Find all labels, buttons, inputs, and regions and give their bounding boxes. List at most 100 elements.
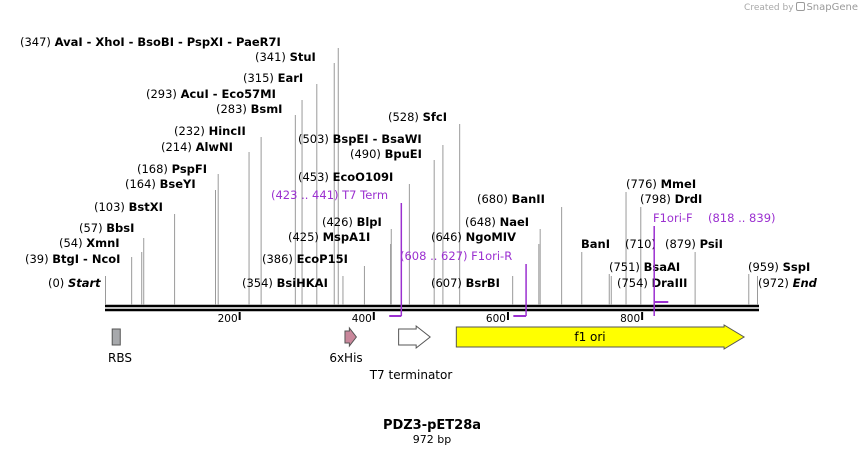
site-leader-lines bbox=[105, 48, 758, 305]
site-position: (528) bbox=[388, 110, 423, 124]
site-name: BsaAI bbox=[644, 260, 681, 274]
ruler-tick-label: 400 bbox=[352, 313, 372, 325]
ruler-ticks: 200 400 600 800 bbox=[218, 312, 644, 325]
site-name: BsiHKAI bbox=[277, 276, 328, 290]
site-name: SfcI bbox=[423, 110, 447, 124]
site-name: MspA1I bbox=[323, 230, 371, 244]
site-position: (57) bbox=[79, 221, 106, 235]
primer-range: (423 .. 441) bbox=[271, 188, 342, 202]
feature-f1-ori-arrow[interactable] bbox=[455, 324, 746, 350]
site-label: (959) SspI bbox=[748, 260, 810, 274]
site-name: BsrBI bbox=[466, 276, 500, 290]
site-position: (315) bbox=[243, 71, 278, 85]
site-name: EcoP15I bbox=[297, 252, 348, 266]
site-position: (959) bbox=[748, 260, 783, 274]
site-label: (293) AcuI - Eco57MI bbox=[146, 87, 276, 101]
feature-t7-terminator-arrow[interactable] bbox=[398, 324, 431, 350]
site-name: DraIII bbox=[652, 276, 688, 290]
site-label: (341) StuI bbox=[255, 50, 316, 64]
site-label: (347) AvaI - XhoI - BsoBI - PspXI - PaeR… bbox=[20, 35, 281, 49]
restriction-site-labels: (0) Start (39) BtgI - NcoI (54) XmnI(57) B… bbox=[20, 35, 818, 290]
site-name: HincII bbox=[209, 124, 246, 138]
ruler-tick-label: 200 bbox=[218, 313, 238, 325]
site-label: (54) XmnI bbox=[59, 236, 120, 250]
feature-label: f1 ori bbox=[574, 330, 605, 344]
site-name: BspEI - BsaWI bbox=[333, 132, 422, 146]
site-position: (776) bbox=[626, 177, 661, 191]
site-name: BanII bbox=[512, 192, 545, 206]
site-name: NaeI bbox=[500, 215, 529, 229]
ruler-tick-label: 600 bbox=[486, 313, 506, 325]
site-label: (710) bbox=[625, 237, 656, 251]
site-position: (293) bbox=[146, 87, 181, 101]
site-label: (103) BstXI bbox=[94, 200, 163, 214]
ruler-tick-label: 800 bbox=[620, 313, 640, 325]
site-position: (453) bbox=[298, 170, 333, 184]
site-label: BanI bbox=[581, 237, 610, 251]
site-name: Start bbox=[68, 276, 101, 290]
site-name: End bbox=[793, 276, 818, 290]
site-label: (426) BlpI bbox=[322, 215, 382, 229]
primer-annotations: (423 .. 441) T7 Term(608 .. 627) F1ori-R… bbox=[271, 188, 776, 317]
site-label: (776) MmeI bbox=[626, 177, 696, 191]
site-name: BbsI bbox=[106, 221, 134, 235]
snapgene-logo-icon bbox=[796, 2, 806, 11]
credit-prefix: Created by bbox=[744, 3, 794, 13]
site-label: (798) DrdI bbox=[640, 192, 702, 206]
site-label: (386) EcoP15I bbox=[262, 252, 348, 266]
site-position: (283) bbox=[216, 102, 251, 116]
site-position: (710) bbox=[625, 237, 656, 251]
site-label: (232) HincII bbox=[174, 124, 246, 138]
primer-label: (423 .. 441) T7 Term bbox=[271, 188, 388, 202]
site-label: (0) Start bbox=[48, 276, 101, 290]
site-name: XmnI bbox=[86, 236, 119, 250]
site-position: (503) bbox=[298, 132, 333, 146]
site-name: EarI bbox=[278, 71, 304, 85]
site-position: (646) bbox=[431, 230, 466, 244]
site-label: (315) EarI bbox=[243, 71, 303, 85]
site-name: DrdI bbox=[675, 192, 703, 206]
site-label: (283) BsmI bbox=[216, 102, 282, 116]
site-position: (347) bbox=[20, 35, 55, 49]
site-position: (751) bbox=[609, 260, 644, 274]
site-position: (426) bbox=[322, 215, 357, 229]
site-position: (54) bbox=[59, 236, 86, 250]
site-position: (425) bbox=[288, 230, 323, 244]
site-name: BtgI - NcoI bbox=[52, 252, 120, 266]
site-name: BlpI bbox=[357, 215, 382, 229]
site-position: (607) bbox=[431, 276, 466, 290]
site-label: (503) BspEI - BsaWI bbox=[298, 132, 422, 146]
site-name: SspI bbox=[783, 260, 811, 274]
map-title: PDZ3-pET28a bbox=[383, 418, 481, 433]
site-position: (680) bbox=[477, 192, 512, 206]
site-position: (0) bbox=[48, 276, 68, 290]
site-name: PspFI bbox=[172, 162, 207, 176]
site-position: (168) bbox=[137, 162, 172, 176]
feature-6xhis-arrow[interactable] bbox=[344, 326, 358, 348]
feature-label: 6xHis bbox=[329, 351, 362, 365]
site-position: (39) bbox=[25, 252, 52, 266]
site-position: (103) bbox=[94, 200, 129, 214]
site-label: (648) NaeI bbox=[465, 215, 529, 229]
site-position: (214) bbox=[161, 140, 196, 154]
site-position: (354) bbox=[242, 276, 277, 290]
site-name: AcuI - Eco57MI bbox=[181, 87, 276, 101]
site-label: (607) BsrBI bbox=[431, 276, 500, 290]
site-label: (680) BanII bbox=[477, 192, 545, 206]
primer-name: F1ori-F bbox=[653, 211, 693, 225]
site-position: (341) bbox=[255, 50, 290, 64]
site-label: (646) NgoMIV bbox=[431, 230, 516, 244]
site-position: (798) bbox=[640, 192, 675, 206]
site-label: (168) PspFI bbox=[137, 162, 207, 176]
site-label: (57) BbsI bbox=[79, 221, 134, 235]
site-position: (490) bbox=[350, 147, 385, 161]
site-label: (214) AlwNI bbox=[161, 140, 233, 154]
feature-label: T7 terminator bbox=[369, 368, 453, 382]
site-position: (232) bbox=[174, 124, 209, 138]
site-name: EcoO109I bbox=[333, 170, 394, 184]
site-label: (751) BsaAI bbox=[609, 260, 680, 274]
feature-rbs-box[interactable] bbox=[111, 328, 121, 346]
site-position: (879) bbox=[665, 237, 700, 251]
